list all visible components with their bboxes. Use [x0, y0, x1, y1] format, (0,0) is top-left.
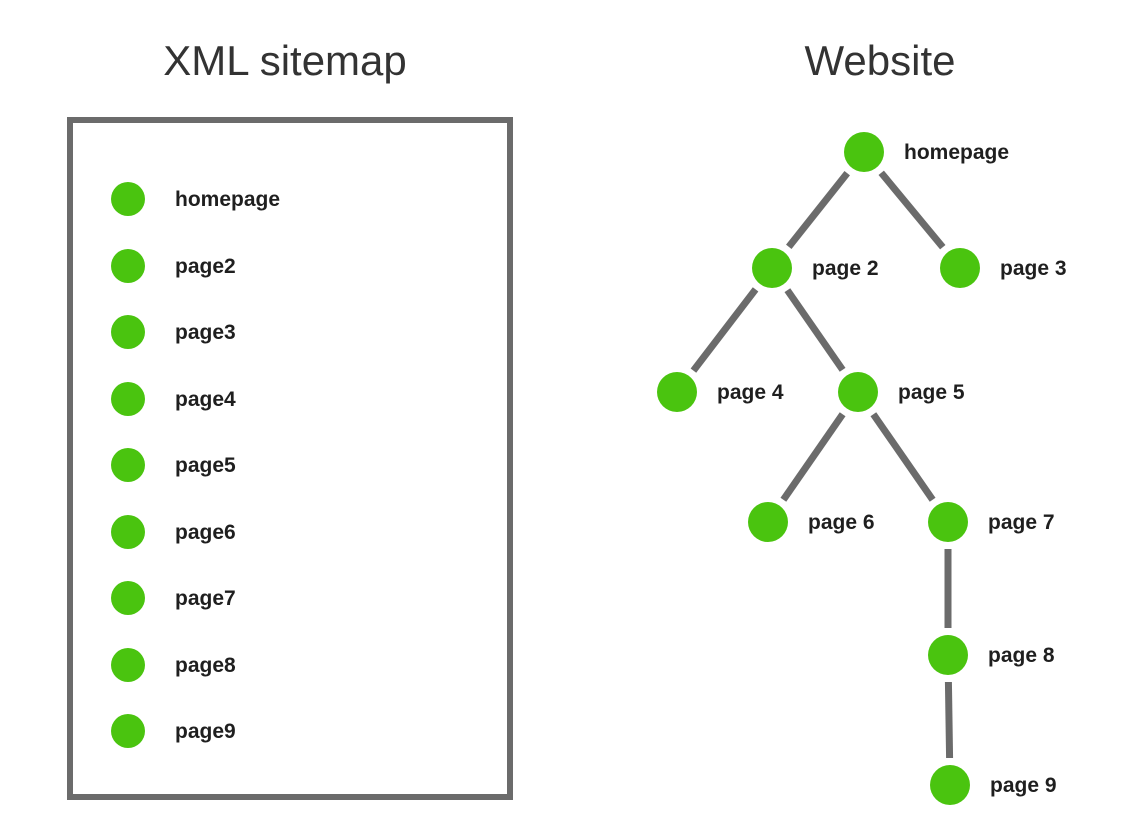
tree-edge [944, 681, 954, 759]
green-dot-icon [111, 182, 145, 216]
green-dot-icon [111, 249, 145, 283]
tree-node: page 2 [752, 248, 879, 288]
sitemap-list-item: page3 [111, 315, 236, 349]
tree-node: page 6 [748, 502, 875, 542]
tree-node-label: page 8 [988, 643, 1055, 667]
green-dot-icon [111, 315, 145, 349]
green-dot-icon [928, 502, 968, 542]
sitemap-list-item: page5 [111, 448, 236, 482]
tree-node: page 9 [930, 765, 1057, 805]
green-dot-icon [748, 502, 788, 542]
tree-node-label: page 4 [717, 380, 784, 404]
green-dot-icon [111, 448, 145, 482]
tree-edge [780, 412, 846, 502]
sitemap-item-label: page3 [175, 320, 236, 344]
sitemap-list-item: page9 [111, 714, 236, 748]
sitemap-list-item: page8 [111, 648, 236, 682]
green-dot-icon [111, 581, 145, 615]
green-dot-icon [111, 714, 145, 748]
sitemap-item-label: page6 [175, 520, 236, 544]
sitemap-list-item: page6 [111, 515, 236, 549]
sitemap-item-label: page5 [175, 453, 236, 477]
sitemap-list-item: homepage [111, 182, 280, 216]
tree-node-label: page 3 [1000, 256, 1067, 280]
tree-edge [870, 412, 936, 502]
sitemap-item-label: homepage [175, 187, 281, 211]
tree-edge [690, 287, 759, 373]
green-dot-icon [752, 248, 792, 288]
xml-sitemap-title: XML sitemap [163, 37, 407, 84]
green-dot-icon [657, 372, 697, 412]
tree-node: page 8 [928, 635, 1055, 675]
tree-node: homepage [844, 132, 1009, 172]
tree-node: page 3 [940, 248, 1067, 288]
tree-node-label: homepage [904, 140, 1010, 164]
tree-node-label: page 6 [808, 510, 875, 534]
tree-edge [786, 170, 850, 250]
sitemap-item-label: page4 [175, 387, 236, 411]
green-dot-icon [111, 648, 145, 682]
green-dot-icon [940, 248, 980, 288]
tree-node: page 5 [838, 372, 965, 412]
tree-node: page 7 [928, 502, 1055, 542]
sitemap-item-label: page8 [175, 653, 236, 677]
tree-node-label: page 5 [898, 380, 965, 404]
green-dot-icon [928, 635, 968, 675]
sitemap-list-item: page4 [111, 382, 236, 416]
green-dot-icon [111, 515, 145, 549]
tree-node-label: page 7 [988, 510, 1055, 534]
green-dot-icon [838, 372, 878, 412]
tree-edge [784, 288, 846, 372]
green-dot-icon [844, 132, 884, 172]
website-title: Website [804, 37, 956, 84]
tree-node-label: page 9 [990, 773, 1057, 797]
tree-node: page 4 [657, 372, 784, 412]
green-dot-icon [930, 765, 970, 805]
sitemap-item-label: page2 [175, 254, 236, 278]
sitemap-item-label: page9 [175, 719, 236, 743]
xml-sitemap-list: homepage page2 page3 page4 page5 page6 page7 pa… [111, 182, 451, 782]
sitemap-item-label: page7 [175, 586, 236, 610]
sitemap-list-item: page2 [111, 249, 236, 283]
tree-edge [878, 170, 946, 250]
green-dot-icon [111, 382, 145, 416]
tree-node-label: page 2 [812, 256, 879, 280]
sitemap-list-item: page7 [111, 581, 236, 615]
